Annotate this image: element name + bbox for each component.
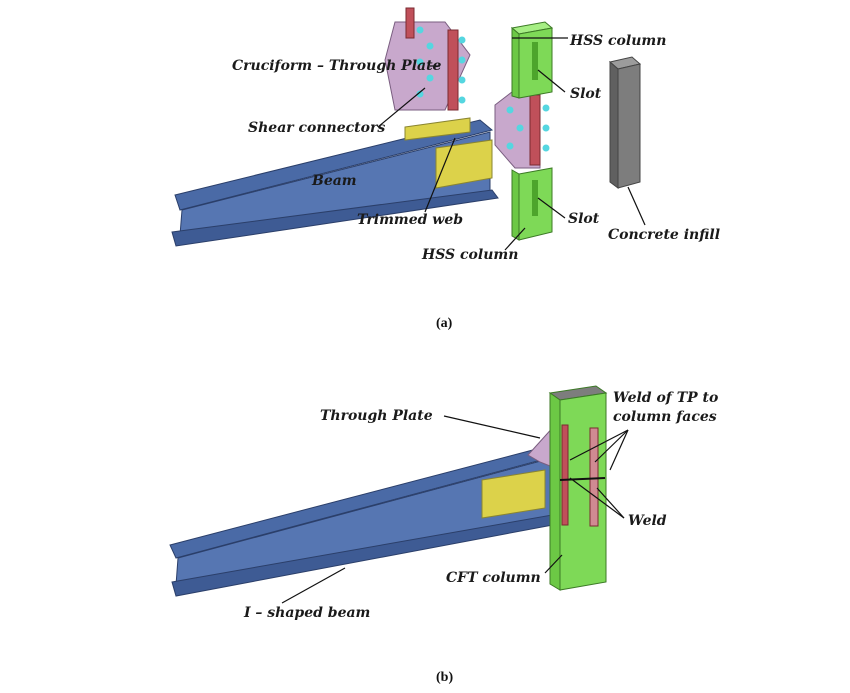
cft-column (548, 385, 608, 591)
caption-b: (b) (436, 670, 453, 685)
label-cruciform: Cruciform – Through Plate (232, 58, 442, 74)
leader-line (609, 429, 629, 471)
label-i-shaped-beam: I – shaped beam (243, 605, 370, 621)
label-weld: Weld (628, 513, 667, 529)
leader-line (537, 69, 566, 93)
label-shear-connectors: Shear connectors (248, 120, 385, 136)
leader-line (594, 429, 629, 463)
caption-a: (a) (436, 316, 453, 331)
i-shaped-beam (169, 445, 559, 597)
label-concrete-infill: Concrete infill (608, 227, 720, 243)
hss-column-top (510, 21, 554, 99)
leader-line (596, 487, 625, 519)
label-through-plate: Through Plate (320, 408, 433, 424)
trimmed-web-plate (404, 117, 471, 141)
label-weld-tp-line1: Weld of TP to (613, 390, 718, 406)
label-trimmed-web: Trimmed web (357, 212, 463, 228)
concrete-infill (608, 56, 642, 189)
cruciform-through-plate (384, 7, 471, 111)
leader-line (627, 186, 646, 226)
label-slot-top: Slot (570, 86, 602, 102)
label-slot-bottom: Slot (568, 211, 600, 227)
leader-line (281, 567, 346, 604)
leader-line (569, 477, 625, 519)
leader-line (443, 415, 541, 439)
beam-a (171, 119, 499, 247)
leader-line (377, 87, 426, 128)
label-hss-column-bottom: HSS column (421, 247, 518, 263)
trimmed-web-plate (435, 139, 493, 189)
label-beam: Beam (311, 173, 357, 189)
figure-a: HSS column Cruciform – Through Plate Slo… (171, 7, 720, 331)
leader-line (544, 554, 563, 574)
label-hss-column-top: HSS column (569, 33, 666, 49)
leader-line (504, 227, 526, 251)
leader-line (424, 137, 456, 213)
leader-line (537, 197, 566, 219)
leader-line (569, 429, 629, 461)
label-weld-tp-line2: column faces (613, 409, 717, 425)
figure-b: Through Plate Weld of TP to column faces… (169, 385, 718, 685)
hss-column-bottom (511, 167, 553, 241)
label-cft-column: CFT column (446, 570, 541, 586)
